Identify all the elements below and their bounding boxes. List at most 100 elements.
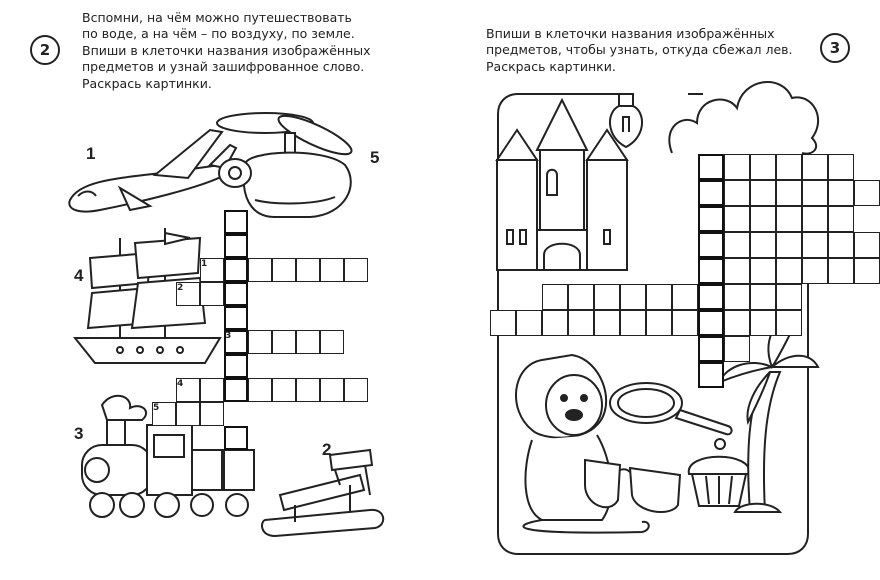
- instruction-text: Впиши в клеточки названия изображённых п…: [486, 26, 793, 74]
- crossword-cell[interactable]: [724, 206, 750, 232]
- crossword-cell[interactable]: [698, 310, 724, 336]
- crossword-cell[interactable]: [828, 232, 854, 258]
- crossword-cell[interactable]: [646, 310, 672, 336]
- crossword-cell[interactable]: [802, 258, 828, 284]
- crossword-cell[interactable]: [776, 310, 802, 336]
- crossword-cell[interactable]: [750, 310, 776, 336]
- crossword-cell[interactable]: [568, 284, 594, 310]
- crossword-cell[interactable]: [724, 232, 750, 258]
- crossword-cell[interactable]: [320, 378, 344, 402]
- crossword-key-cell[interactable]: [224, 210, 248, 234]
- crossword-key-cell[interactable]: [224, 306, 248, 330]
- crossword-cell[interactable]: [698, 180, 724, 206]
- crossword-cell[interactable]: [176, 282, 200, 306]
- crossword-cell[interactable]: [200, 282, 224, 306]
- train-icon: [81, 394, 255, 518]
- crossword-cell[interactable]: [750, 180, 776, 206]
- crossword-cell[interactable]: [828, 180, 854, 206]
- crossword-cell[interactable]: [750, 206, 776, 232]
- row-label-1: 1: [201, 259, 208, 269]
- row-label-3: 3: [225, 331, 232, 341]
- crossword-cell[interactable]: [320, 330, 344, 354]
- crossword-cell[interactable]: [854, 232, 880, 258]
- cupcake-icon: [687, 438, 751, 507]
- crossword-cell[interactable]: [296, 258, 320, 282]
- crossword-cell[interactable]: [594, 284, 620, 310]
- crossword-cell[interactable]: [802, 154, 828, 180]
- crossword-cell[interactable]: [750, 258, 776, 284]
- crossword-cell[interactable]: [776, 154, 802, 180]
- crossword-cell[interactable]: [724, 154, 750, 180]
- crossword-cell[interactable]: [542, 284, 568, 310]
- crossword-cell[interactable]: [698, 284, 724, 310]
- crossword-cell[interactable]: [828, 206, 854, 232]
- crossword-cell[interactable]: [724, 310, 750, 336]
- crossword-cell[interactable]: [320, 258, 344, 282]
- crossword-cell[interactable]: [698, 206, 724, 232]
- crossword-cell[interactable]: [698, 258, 724, 284]
- crossword-key-cell[interactable]: [224, 234, 248, 258]
- crossword-cell[interactable]: [698, 362, 724, 388]
- crossword-cell[interactable]: [248, 330, 272, 354]
- picture-frame: [497, 93, 809, 555]
- crossword-cell[interactable]: [854, 180, 880, 206]
- crossword-cell[interactable]: [672, 310, 698, 336]
- crossword-cell[interactable]: [776, 180, 802, 206]
- crossword-cell[interactable]: [200, 402, 224, 426]
- crossword-cell[interactable]: [594, 310, 620, 336]
- crossword-cell[interactable]: [344, 378, 368, 402]
- crossword-cell[interactable]: [272, 330, 296, 354]
- crossword-cell[interactable]: [828, 258, 854, 284]
- row-label-5: 5: [153, 403, 160, 413]
- crossword-cell[interactable]: [248, 258, 272, 282]
- crossword-cell[interactable]: [724, 336, 750, 362]
- crossword-cell[interactable]: [248, 378, 272, 402]
- crossword-cell[interactable]: [750, 232, 776, 258]
- crossword-cell[interactable]: [854, 258, 880, 284]
- crossword-cell[interactable]: [224, 258, 248, 282]
- crossword-cell[interactable]: [776, 284, 802, 310]
- crossword-cell[interactable]: [490, 310, 516, 336]
- crossword-cell[interactable]: [568, 310, 594, 336]
- crossword-cell[interactable]: [802, 206, 828, 232]
- crossword-cell[interactable]: [344, 258, 368, 282]
- crossword-cell[interactable]: [724, 258, 750, 284]
- crossword-key-cell[interactable]: [224, 426, 248, 450]
- page-number-badge: 2: [30, 35, 60, 65]
- crossword-cell[interactable]: [272, 378, 296, 402]
- crossword-cell[interactable]: [802, 232, 828, 258]
- crossword-key-cell[interactable]: [224, 354, 248, 378]
- crossword-cell[interactable]: [224, 282, 248, 306]
- crossword-cell[interactable]: [776, 258, 802, 284]
- crossword-cell[interactable]: [724, 284, 750, 310]
- crossword-cell[interactable]: [698, 232, 724, 258]
- crossword-cell[interactable]: [802, 180, 828, 206]
- picture-number-1: 1: [86, 144, 96, 163]
- crossword-cell[interactable]: [224, 330, 248, 354]
- crossword-cell[interactable]: [672, 284, 698, 310]
- crossword-cell[interactable]: [698, 154, 724, 180]
- crossword-cell[interactable]: [296, 330, 320, 354]
- crossword-cell[interactable]: [224, 378, 248, 402]
- crossword-cell[interactable]: [646, 284, 672, 310]
- crossword-cell[interactable]: [750, 284, 776, 310]
- airplane-icon: [68, 128, 238, 213]
- crossword-cell[interactable]: [776, 232, 802, 258]
- crossword-cell[interactable]: [152, 402, 176, 426]
- crossword-cell[interactable]: [828, 154, 854, 180]
- crossword-cell[interactable]: [200, 258, 224, 282]
- crossword-cell[interactable]: [200, 378, 224, 402]
- crossword-cell[interactable]: [176, 378, 200, 402]
- crossword-cell[interactable]: [620, 284, 646, 310]
- crossword-cell[interactable]: [750, 154, 776, 180]
- crossword-cell[interactable]: [272, 258, 296, 282]
- crossword-cell[interactable]: [724, 180, 750, 206]
- crossword-cell[interactable]: [176, 402, 200, 426]
- crossword-cell[interactable]: [620, 310, 646, 336]
- crossword-cell[interactable]: [516, 310, 542, 336]
- crossword-cell[interactable]: [776, 206, 802, 232]
- sailing-ship-icon: [72, 228, 222, 364]
- crossword-cell[interactable]: [542, 310, 568, 336]
- crossword-cell[interactable]: [698, 336, 724, 362]
- crossword-cell[interactable]: [296, 378, 320, 402]
